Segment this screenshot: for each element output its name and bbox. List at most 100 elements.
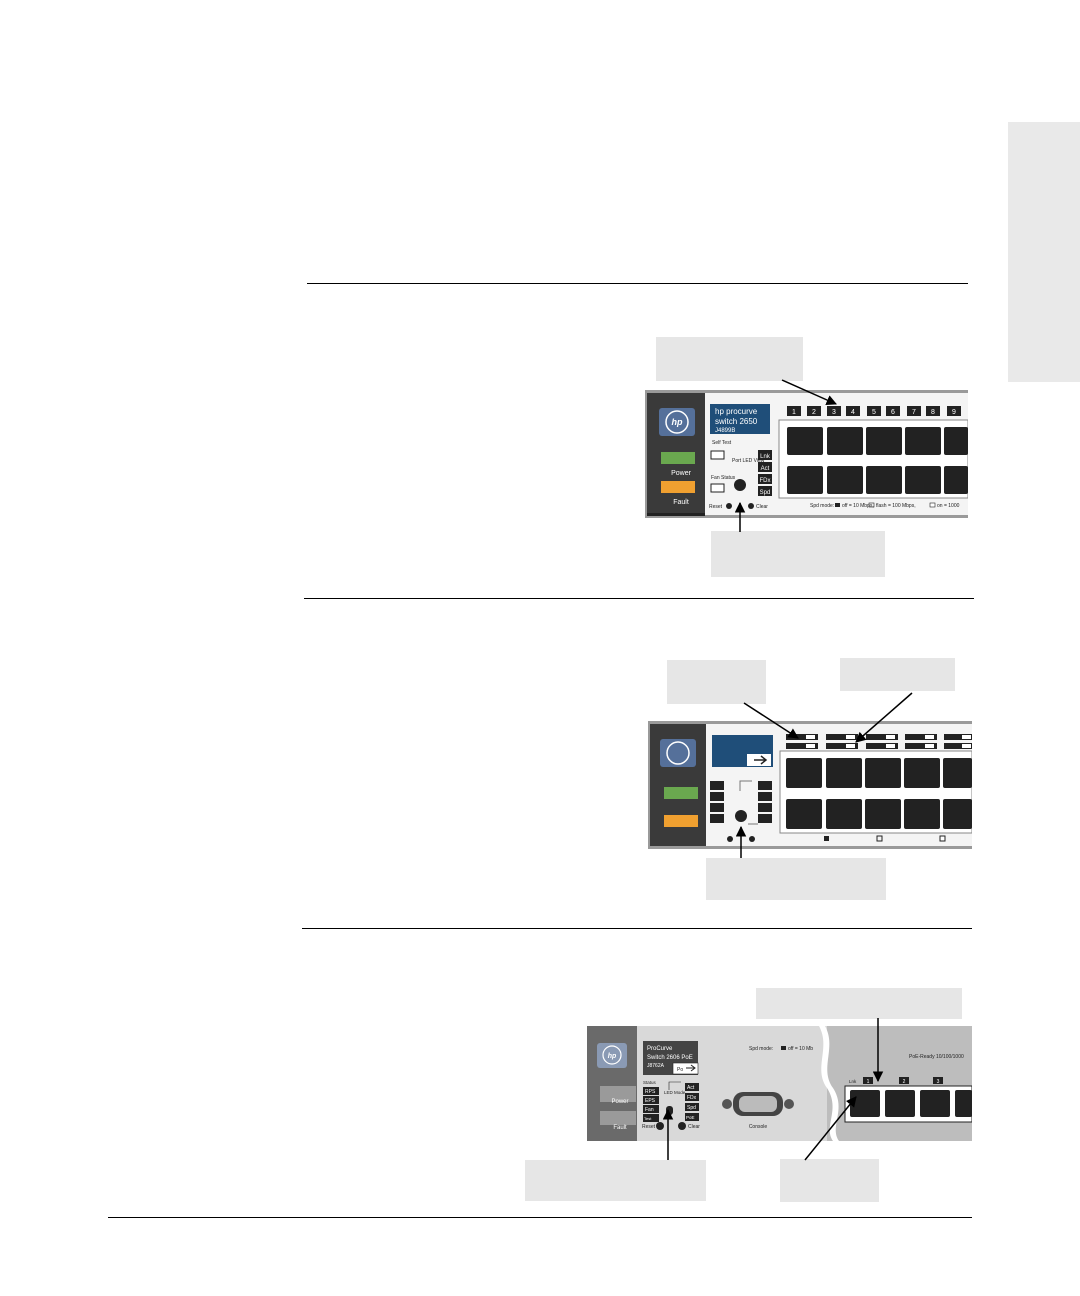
- port-number-5: [867, 406, 881, 416]
- mode-label-spd: Spd: [760, 490, 771, 496]
- poe-arrow-box: [672, 1062, 699, 1075]
- mode-label-fdx: FDx: [760, 478, 771, 484]
- rj45-port: [944, 427, 968, 455]
- svg-text:7: 7: [912, 409, 916, 416]
- fault-led: [664, 815, 698, 827]
- console-label: Console: [749, 1124, 768, 1130]
- rj45-port: [787, 427, 823, 455]
- callout-box-led-view-button: [711, 531, 885, 577]
- rj45-ports: [850, 1090, 972, 1117]
- hp-logo-icon: [665, 410, 689, 434]
- panel-break: [819, 1026, 839, 1141]
- svg-text:Spd: Spd: [687, 1105, 696, 1111]
- spd-flash-swatch: [876, 835, 883, 842]
- mode-led: [758, 792, 772, 801]
- status-led-column: [710, 781, 772, 823]
- hp-logo-icon: [602, 1045, 622, 1065]
- svg-text:6: 6: [891, 409, 895, 416]
- callout-box-port-3: [780, 1159, 879, 1202]
- svg-text:PoE: PoE: [686, 1115, 695, 1120]
- reset-button[interactable]: [727, 836, 733, 842]
- rj45-port: [826, 799, 862, 829]
- rj45-port: [866, 466, 902, 494]
- poe-label: Po: [677, 1067, 683, 1073]
- mode-led: [758, 803, 772, 812]
- power-led: [600, 1086, 636, 1102]
- svg-text:FDx: FDx: [687, 1095, 697, 1101]
- rj45-port: [866, 427, 902, 455]
- port-number-2: [807, 406, 821, 416]
- callout-box-port-leds-3: [756, 988, 962, 1019]
- reset-label: Reset: [709, 504, 723, 510]
- status-led-test: [643, 1114, 659, 1122]
- port-number-7: [907, 406, 921, 416]
- clear-button[interactable]: [749, 836, 755, 842]
- spd-mode-legend: Spd mode:: [810, 503, 834, 509]
- spd-on-swatch: [939, 835, 946, 842]
- status-led: [710, 792, 724, 801]
- status-led-rps: [643, 1087, 659, 1095]
- reset-button[interactable]: [726, 503, 732, 509]
- rj45-ports: [786, 758, 972, 829]
- power-label: Power: [671, 470, 692, 477]
- rj45-port: [885, 1090, 915, 1117]
- svg-text:4: 4: [851, 409, 855, 416]
- rj45-port: [827, 427, 863, 455]
- svg-text:EPS: EPS: [645, 1098, 656, 1104]
- reset-label: Reset: [642, 1124, 656, 1130]
- spd-flash-text: flash = 100 Mbps,: [876, 503, 916, 509]
- mode-led: [758, 814, 772, 823]
- hp-logo-icon: [666, 741, 690, 765]
- rj45-port: [865, 758, 901, 788]
- mode-label-act: Act: [761, 466, 770, 472]
- rj45-port: [827, 466, 863, 494]
- rj45-port: [786, 758, 822, 788]
- brand-line-1: hp procurve: [715, 407, 758, 416]
- led-view-button[interactable]: [735, 810, 747, 822]
- clear-label: Clear: [688, 1124, 700, 1130]
- arrow-right-icon: [686, 1064, 696, 1072]
- clear-button[interactable]: [678, 1122, 686, 1130]
- switch-2650-front-panel: hp Power Fault hp procurve switch 2650 J…: [645, 390, 968, 518]
- rj45-port: [905, 466, 941, 494]
- led-view-button[interactable]: [734, 479, 746, 491]
- fault-label: Fault: [673, 499, 689, 506]
- lnk-label: Lnk: [849, 1079, 857, 1084]
- clear-button[interactable]: [748, 503, 754, 509]
- svg-text:1: 1: [867, 1079, 870, 1085]
- callout-box-led-mode-button: [525, 1160, 706, 1201]
- rj45-port: [904, 758, 940, 788]
- status-label: Status: [643, 1080, 657, 1085]
- hp-logo-text: hp: [608, 1053, 617, 1060]
- callout-box-port-led-left: [667, 660, 766, 704]
- spd-off-text: off = 10 Mb: [788, 1046, 813, 1052]
- self-test-led: [710, 450, 725, 460]
- port-number-6: [886, 406, 900, 416]
- switch-front-panel-2: [648, 721, 972, 849]
- model-number: J4899B: [715, 428, 735, 434]
- status-led: [710, 814, 724, 823]
- reset-button[interactable]: [656, 1122, 664, 1130]
- leader-port-led-right: [855, 692, 913, 743]
- callout-box-port-numbers: [656, 337, 803, 381]
- port-number-9: [947, 406, 961, 416]
- footer-rule: [108, 1217, 972, 1218]
- mode-led-act: [758, 462, 772, 472]
- chapter-side-tab: [1008, 122, 1080, 382]
- svg-text:2: 2: [903, 1079, 906, 1085]
- led-mode-label: LED Mode: [664, 1090, 686, 1095]
- port-led-view-label: Port LED View: [732, 458, 765, 464]
- svg-text:5: 5: [872, 409, 876, 416]
- model-number: J8762A: [647, 1063, 665, 1069]
- mode-led-fdx: [685, 1093, 699, 1101]
- rj45-port: [786, 799, 822, 829]
- section-rule-1: [307, 283, 968, 284]
- spd-off-text: off = 10 Mbps,: [842, 503, 874, 509]
- power-led: [661, 452, 695, 464]
- rj45-port: [944, 466, 968, 494]
- status-led: [710, 781, 724, 790]
- mode-label-lnk: Lnk: [760, 454, 771, 460]
- spd-on-swatch: [929, 502, 936, 508]
- callout-box-led-view-button-2: [706, 858, 886, 900]
